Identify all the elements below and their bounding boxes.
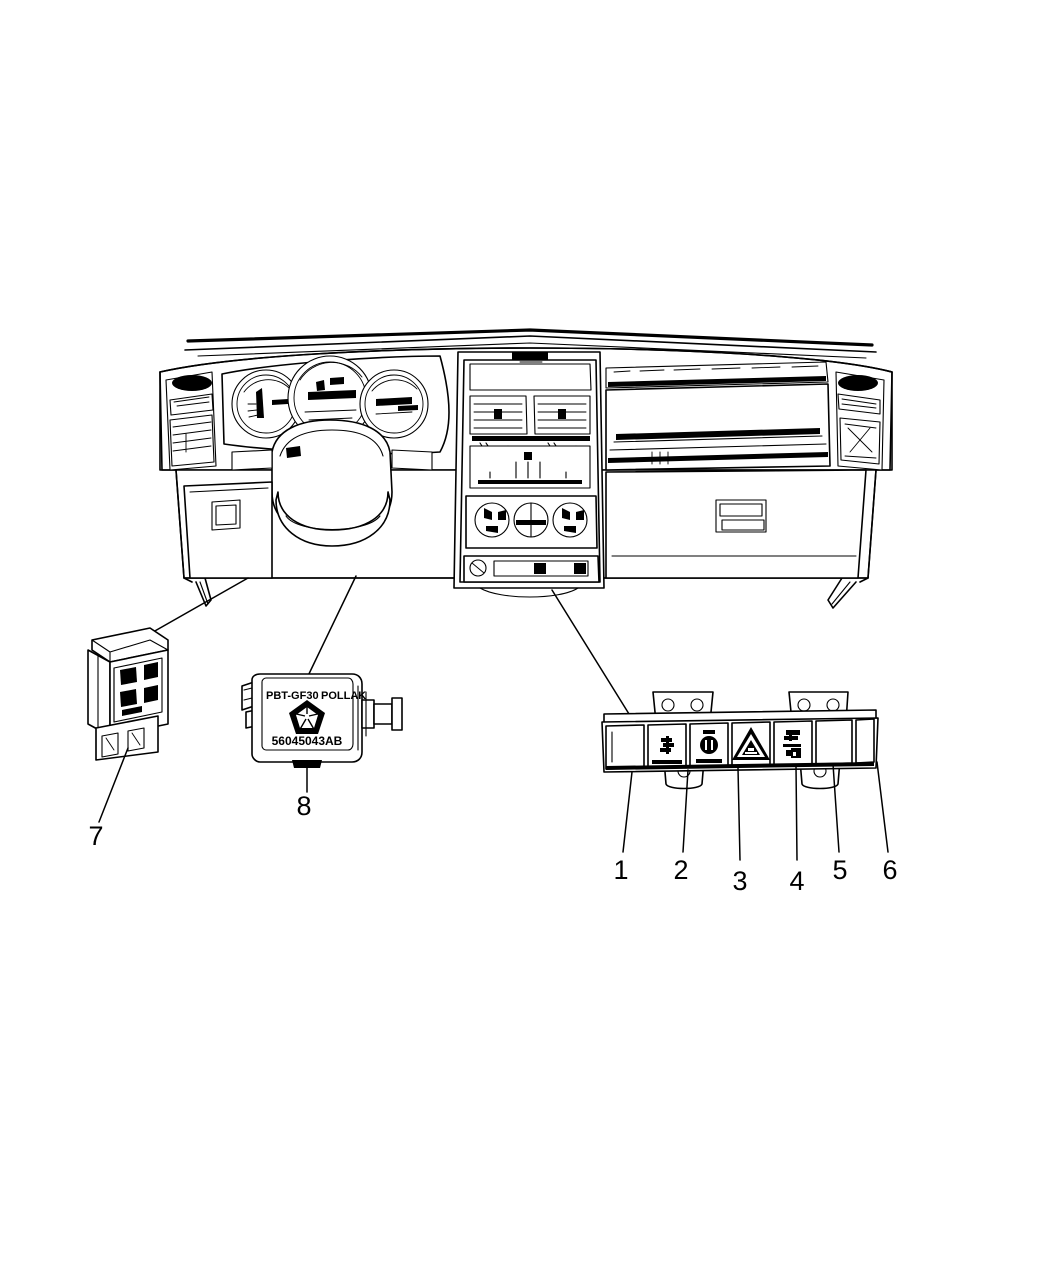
rear-wiper-icon [652,736,682,764]
leader-lines [145,575,635,723]
callout-4: 4 [789,866,804,896]
callout-numbers: 1 2 3 4 5 6 7 8 [88,791,897,896]
glove-box [605,469,867,579]
callout-2: 2 [673,855,688,885]
callout-6: 6 [882,855,897,885]
switch-bank [601,691,879,790]
hazard-triangle-icon [732,727,770,760]
callout-8: 8 [296,791,311,821]
hvac-controls [465,495,598,549]
passenger-upper-trim [605,361,829,389]
driver-trim-strip [231,449,433,471]
module-part-number: 56045043AB [272,734,343,748]
instrument-cluster [221,355,450,455]
control-module: PBT-GF30 POLLAK 56045043AB [241,673,403,793]
center-aux-panel [469,445,591,489]
relay [87,627,169,823]
dashboard-assembly [159,328,893,609]
module-brand-left: PBT-GF30 [266,690,319,702]
callout-leaders [622,761,889,861]
callout-3: 3 [732,866,747,896]
center-vents [469,395,591,435]
center-stack [453,351,605,598]
defrost-rail [184,328,877,359]
callout-7: 7 [88,821,103,851]
callout-1: 1 [613,855,628,885]
driver-side-vent [165,371,217,471]
radio-head-unit [463,555,600,583]
rear-defrost-icon [696,730,722,763]
passenger-side-vent [835,371,885,471]
steering-column-shroud [271,419,393,547]
pentastar-logo-icon [289,700,325,734]
driver-lower-storage [183,481,273,579]
module-brand-right: POLLAK [321,690,366,702]
callout-5: 5 [832,855,847,885]
heated-seat-icon [783,730,801,758]
passenger-airbag-panel [605,383,831,471]
